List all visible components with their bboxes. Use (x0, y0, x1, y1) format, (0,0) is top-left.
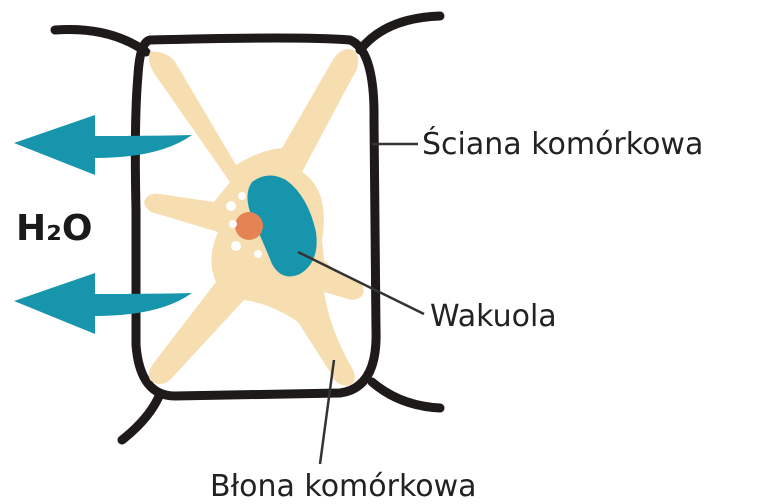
wall-extension-bottom-left (122, 394, 160, 440)
cell-membrane-label: Błona komórkowa (210, 469, 477, 504)
cell-wall-label: Ściana komórkowa (422, 125, 703, 162)
arrow-left-icon (14, 115, 192, 175)
leader-line-cell-membrane (320, 360, 334, 464)
vacuole-label: Wakuola (430, 299, 557, 334)
granule (226, 201, 236, 211)
granule (254, 250, 262, 258)
granule (238, 192, 246, 200)
arrow-left-icon (14, 273, 192, 334)
granule (229, 220, 237, 228)
wall-extension-top-left (55, 29, 146, 52)
nucleus (235, 212, 263, 240)
wall-extension-top-right (360, 16, 440, 50)
water-label: H₂O (16, 208, 93, 249)
wall-extension-bottom-right (372, 382, 440, 408)
granule (231, 241, 241, 251)
